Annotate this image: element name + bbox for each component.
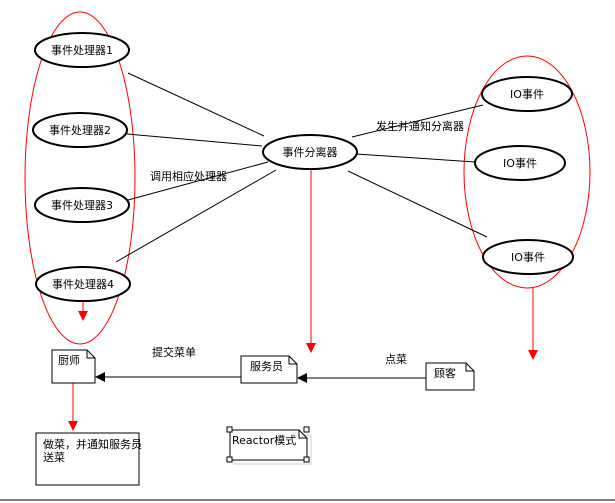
connector [355, 153, 476, 163]
handler-4-label: 事件处理器4 [52, 278, 114, 291]
waiter-note[interactable] [240, 355, 298, 384]
cook-label-line1: 做菜，并通知服务员 [43, 437, 142, 451]
title-note[interactable] [229, 429, 308, 461]
io-event-1-label: IO事件 [510, 88, 544, 101]
handler-group [24, 11, 136, 345]
dispatcher-node[interactable] [262, 134, 358, 170]
notify-label: 发生并通知分离器 [376, 119, 464, 133]
order-label: 点菜 [385, 353, 407, 366]
connector [347, 170, 488, 238]
io-event-3-label: IO事件 [511, 251, 545, 264]
waiter-label: 服务员 [250, 360, 283, 373]
handler-3-node[interactable] [34, 187, 130, 223]
connector [115, 169, 277, 263]
io-event-group [463, 55, 591, 289]
customer-label: 顾客 [434, 366, 456, 380]
customer-note[interactable] [425, 362, 475, 391]
chef-label: 厨师 [58, 354, 80, 367]
dispatcher-label: 事件分离器 [283, 145, 338, 159]
io-event-1-node[interactable] [481, 76, 573, 112]
io-event-3-node[interactable] [482, 239, 574, 275]
handler-1-node[interactable] [34, 32, 130, 68]
handler-3-label: 事件处理器3 [51, 199, 113, 212]
chef-note[interactable] [51, 349, 96, 384]
connector [127, 161, 269, 201]
submit-label: 提交菜单 [152, 345, 196, 359]
handler-2-label: 事件处理器2 [49, 124, 111, 137]
cook-note[interactable] [35, 432, 140, 486]
io-event-2-label: IO事件 [503, 157, 537, 170]
selection-handles[interactable] [226, 426, 310, 463]
io-event-2-node[interactable] [474, 145, 566, 181]
title-label: Reactor模式 [232, 434, 296, 447]
connector [351, 104, 484, 138]
handler-1-label: 事件处理器1 [51, 44, 113, 57]
cook-label-line2: 送菜 [43, 450, 65, 464]
handler-2-node[interactable] [32, 112, 128, 148]
connector [126, 133, 263, 147]
invoke-label: 调用相应处理器 [150, 169, 227, 183]
connector [127, 72, 265, 137]
